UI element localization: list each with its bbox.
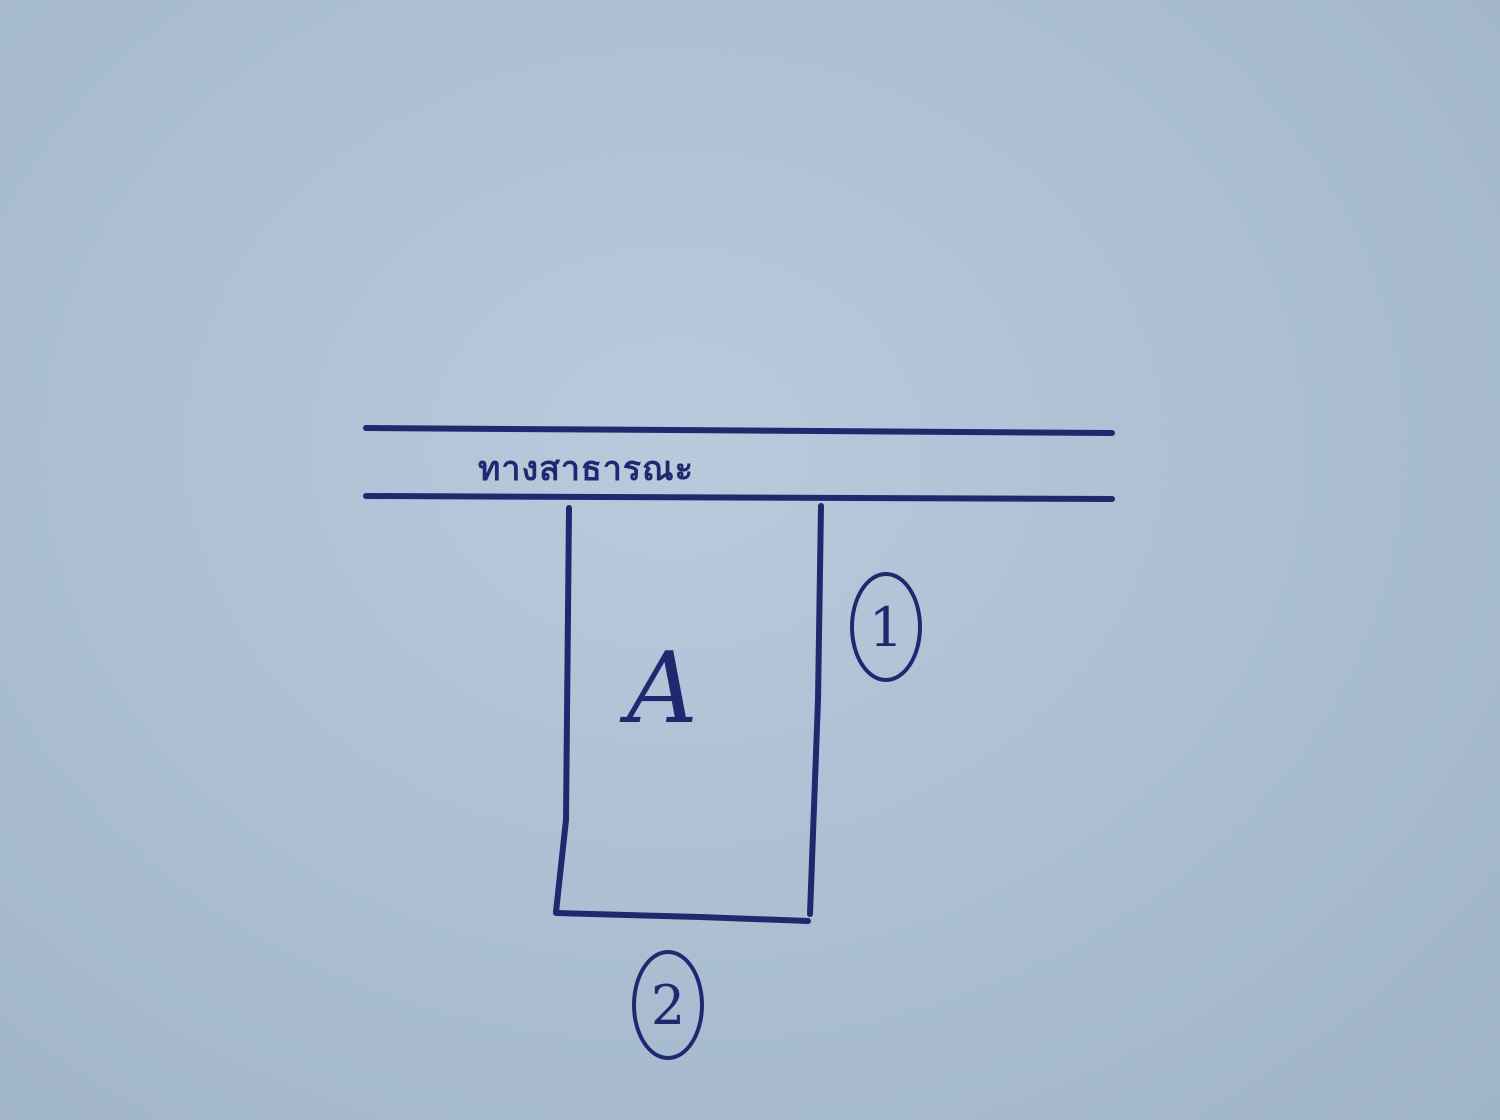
- road-top-edge: [363, 425, 1115, 436]
- lot-right-side: [807, 503, 824, 917]
- side-marker-1: 1: [850, 572, 922, 682]
- side-marker-1-label: 1: [868, 595, 904, 659]
- lot-a-label: A: [627, 632, 698, 746]
- lot-bottom-side: [553, 910, 811, 924]
- road-label: ทางสาธารณะ: [478, 449, 694, 489]
- lot-left-side: [553, 505, 572, 915]
- road-bottom-edge: [363, 493, 1115, 502]
- side-marker-2: 2: [632, 950, 704, 1060]
- side-marker-2-label: 2: [650, 973, 686, 1037]
